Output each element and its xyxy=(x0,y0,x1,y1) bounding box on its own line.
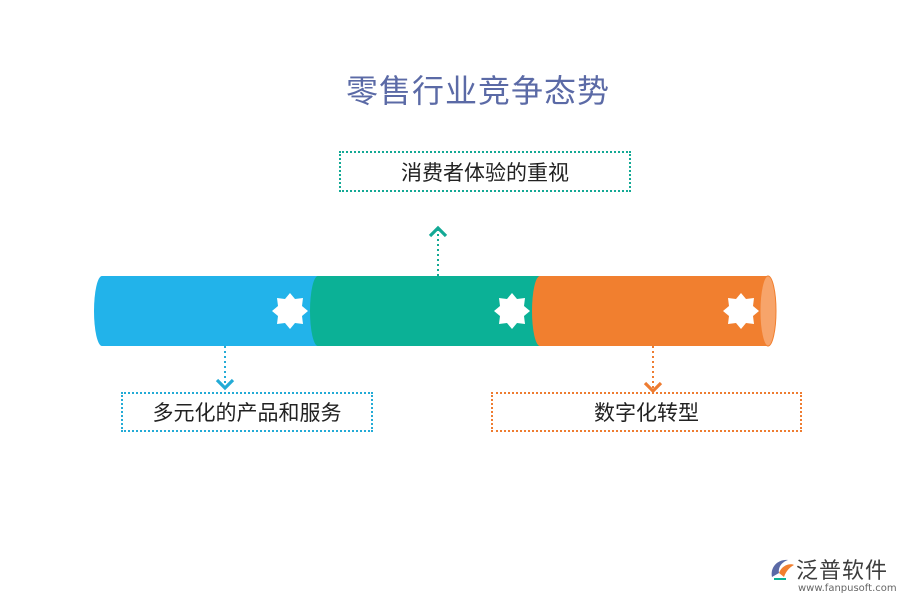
logo: 泛普软件 www.fanpusoft.com xyxy=(768,553,897,599)
label-top: 消费者体验的重视 xyxy=(401,160,569,185)
label-box-left: 多元化的产品和服务 xyxy=(121,392,373,432)
star-icon xyxy=(723,293,759,329)
label-box-right: 数字化转型 xyxy=(491,392,802,432)
star-icon xyxy=(494,293,530,329)
label-left: 多元化的产品和服务 xyxy=(152,401,342,425)
logo-url: www.fanpusoft.com xyxy=(798,583,897,594)
star-icon xyxy=(272,293,308,329)
tube-segment-green xyxy=(310,276,558,346)
logo-name: 泛普软件 xyxy=(796,559,889,584)
logo-mark-icon xyxy=(771,559,794,580)
page-title: 零售行业竞争态势 xyxy=(345,72,610,110)
label-right: 数字化转型 xyxy=(594,401,699,425)
label-box-top: 消费者体验的重视 xyxy=(339,151,631,192)
tube-segment-blue xyxy=(94,276,340,346)
tube-segment-orange xyxy=(532,275,777,347)
